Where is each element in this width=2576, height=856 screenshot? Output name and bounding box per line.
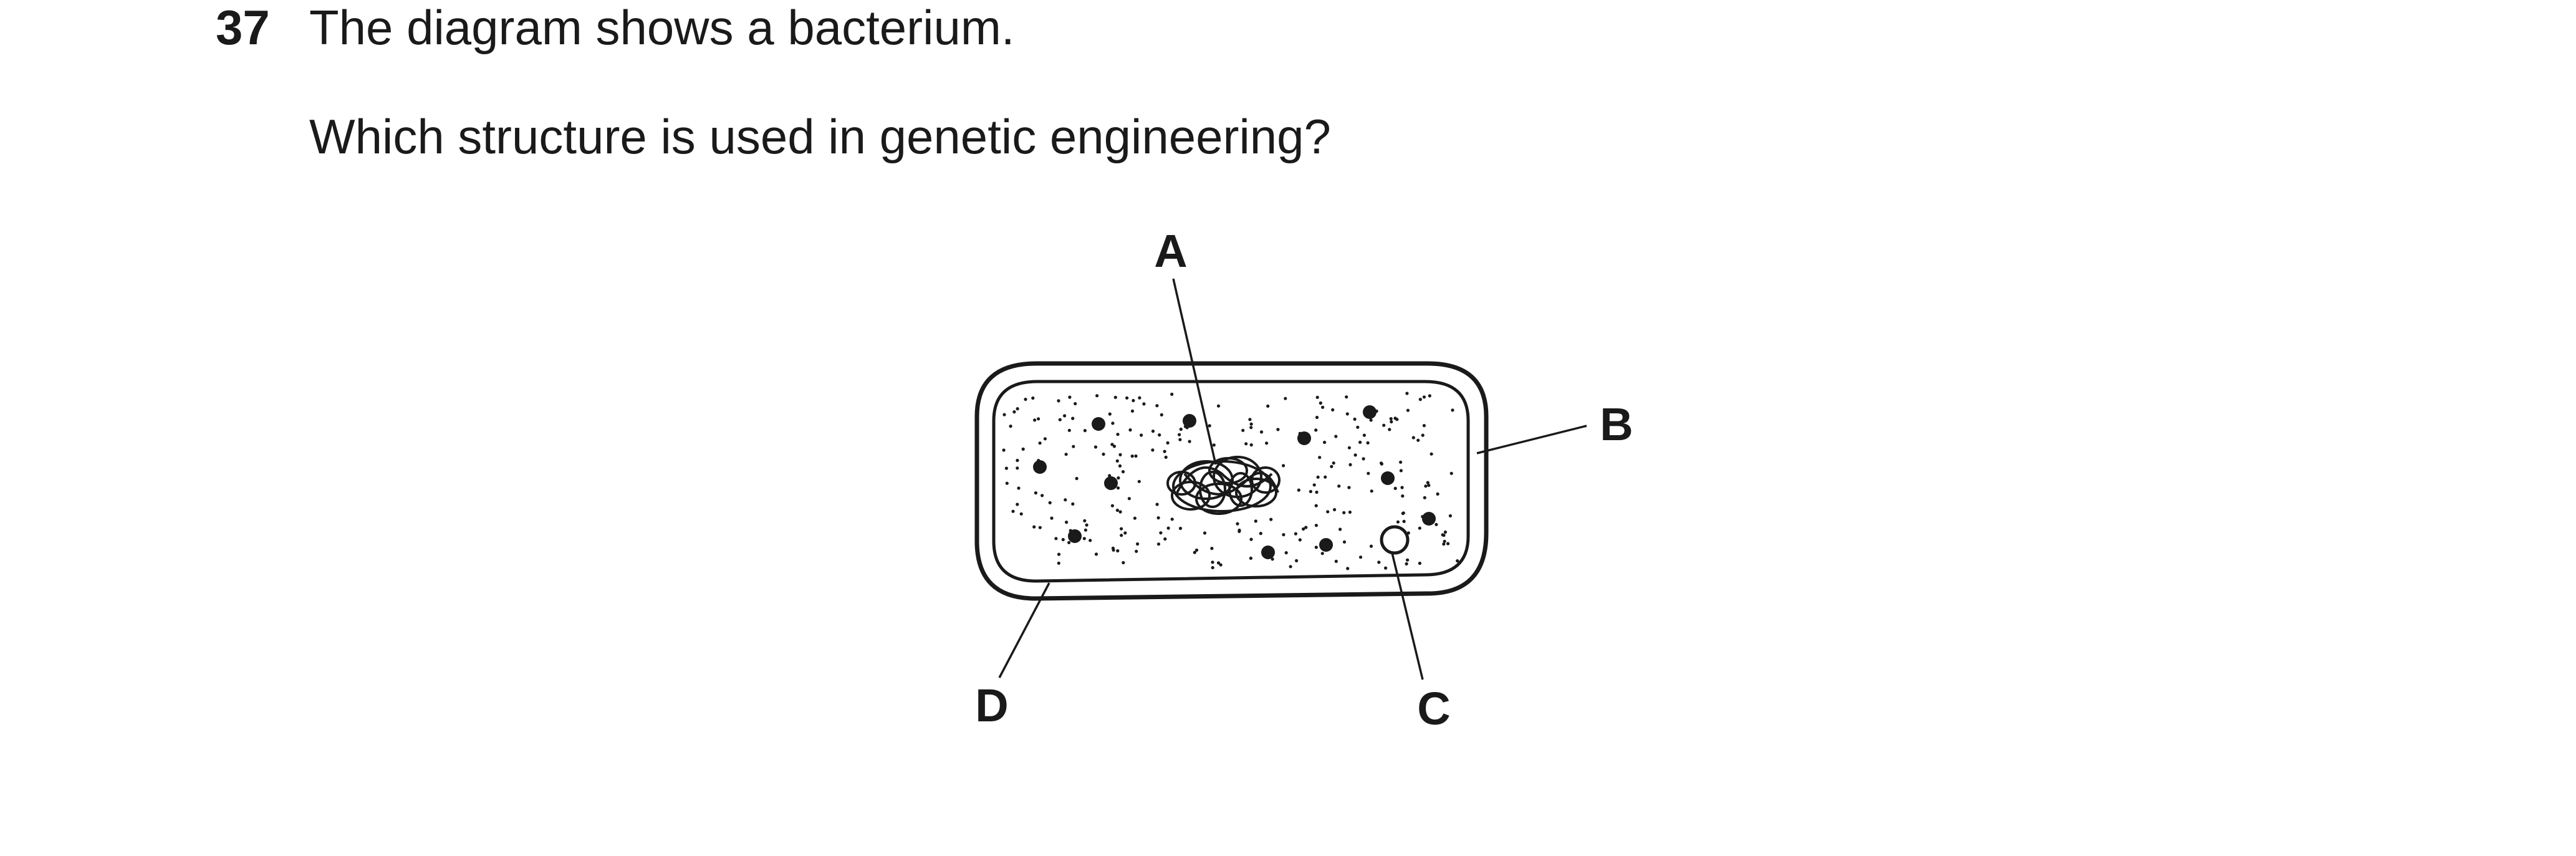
cell-wall-outline [974, 361, 1489, 601]
label-leader-lines [998, 278, 1587, 680]
question-prompt: Which structure is used in genetic engin… [309, 109, 1331, 164]
label-c: C [1417, 683, 1450, 734]
plasmid [1380, 525, 1410, 555]
nucleoid-dna [1166, 456, 1281, 515]
cytoplasm-granules [1033, 405, 1436, 559]
cell-membrane-outline [992, 380, 1470, 583]
label-b: B [1600, 398, 1633, 450]
label-d: D [975, 680, 1008, 731]
question-number: 37 [216, 0, 270, 55]
question-stem: The diagram shows a bacterium. [309, 0, 1015, 55]
label-a: A [1154, 225, 1187, 277]
